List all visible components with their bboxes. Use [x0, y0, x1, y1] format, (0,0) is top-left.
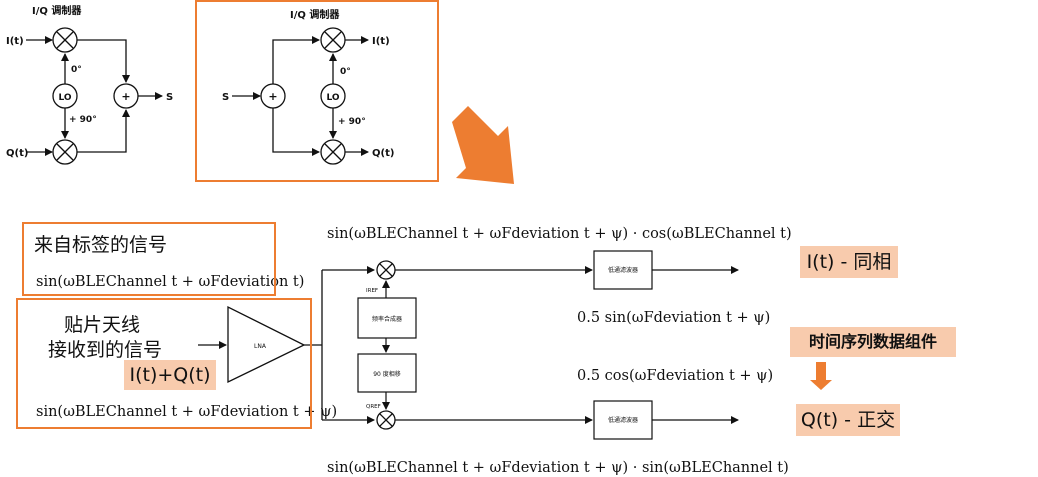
formula-mid2: 0.5 cos(ωFdeviation t + ψ) [577, 368, 773, 384]
modulator-phase-90: + 90° [69, 115, 97, 125]
modulator-output: S [166, 92, 173, 103]
demodulator-mixer-bottom [320, 139, 346, 165]
modulator-sum-label: + [121, 90, 130, 103]
demodulator-mixer-top [320, 27, 346, 53]
modulator-input-q: Q(t) [6, 148, 28, 159]
tag-signal-frame [22, 222, 276, 296]
down-arrow [810, 362, 832, 390]
mixer-bottom [376, 410, 396, 430]
lna-amplifier [227, 305, 306, 384]
timeseries-tag: 时间序列数据组件 [790, 327, 956, 357]
lpf-bottom-label: 低通滤波器 [608, 416, 638, 424]
modulator-mixer-bottom [52, 139, 78, 165]
antenna-formula: sin(ωBLEChannel t + ωFdeviation t + ψ) [36, 404, 337, 420]
demodulator-output-q: Q(t) [372, 148, 394, 159]
demodulator-input: S [222, 92, 229, 103]
modulator-diagram: I/Q 调制器 I(t) Q(t) LO 0° + 90° + S [6, 4, 173, 165]
synth-label: 频率合成器 [372, 315, 402, 323]
demodulator-phase-90: + 90° [338, 117, 366, 127]
tag-signal-title: 来自标签的信号 [34, 234, 168, 256]
shift-label: 90 度相移 [373, 370, 401, 378]
frequency-synthesizer [357, 297, 417, 339]
formula-bottom: sin(ωBLEChannel t + ωFdeviation t + ψ) ·… [327, 460, 789, 476]
demodulator-frame [195, 0, 439, 182]
demodulator-diagram: I/Q 调制器 S + LO 0° + 90° I(t) Q(t) [222, 8, 394, 165]
demodulator-title: I/Q 调制器 [290, 8, 340, 21]
output-i-tag: I(t) - 同相 [800, 246, 898, 278]
demodulator-phase-0: 0° [340, 67, 351, 77]
antenna-line2: 接收到的信号 [48, 339, 163, 361]
mixer-top [376, 260, 396, 280]
lowpass-filter-top [593, 250, 653, 290]
phase-shift-90 [357, 353, 417, 393]
antenna-line1: 贴片天线 [64, 314, 141, 336]
modulator-input-i: I(t) [6, 36, 24, 47]
orange-arrow [452, 106, 514, 184]
output-q-tag: Q(t) - 正交 [796, 404, 900, 436]
modulator-title: I/Q 调制器 [32, 4, 82, 17]
formula-top: sin(ωBLEChannel t + ωFdeviation t + ψ) ·… [327, 226, 792, 242]
antenna-signal-frame [16, 298, 312, 429]
modulator-lo-label: LO [58, 93, 71, 103]
demodulator-output-i: I(t) [372, 36, 390, 47]
demodulator-lo-label: LO [326, 93, 339, 103]
iref-label: IREF [366, 288, 378, 294]
qref-label: QREF [366, 404, 381, 410]
tag-signal-formula: sin(ωBLEChannel t + ωFdeviation t) [36, 274, 304, 290]
receiver-diagram: LNA 频率合成器 IREF 90 度相移 QREF 低 [36, 226, 832, 476]
formula-mid1: 0.5 sin(ωFdeviation t + ψ) [577, 310, 770, 326]
demodulator-sum-label: + [268, 90, 277, 103]
antenna-iq-tag: I(t)+Q(t) [124, 360, 216, 390]
modulator-phase-0: 0° [71, 65, 82, 75]
lna-label: LNA [254, 343, 267, 350]
lpf-top-label: 低通滤波器 [608, 266, 638, 274]
lowpass-filter-bottom [593, 400, 653, 440]
modulator-mixer-top [52, 27, 78, 53]
